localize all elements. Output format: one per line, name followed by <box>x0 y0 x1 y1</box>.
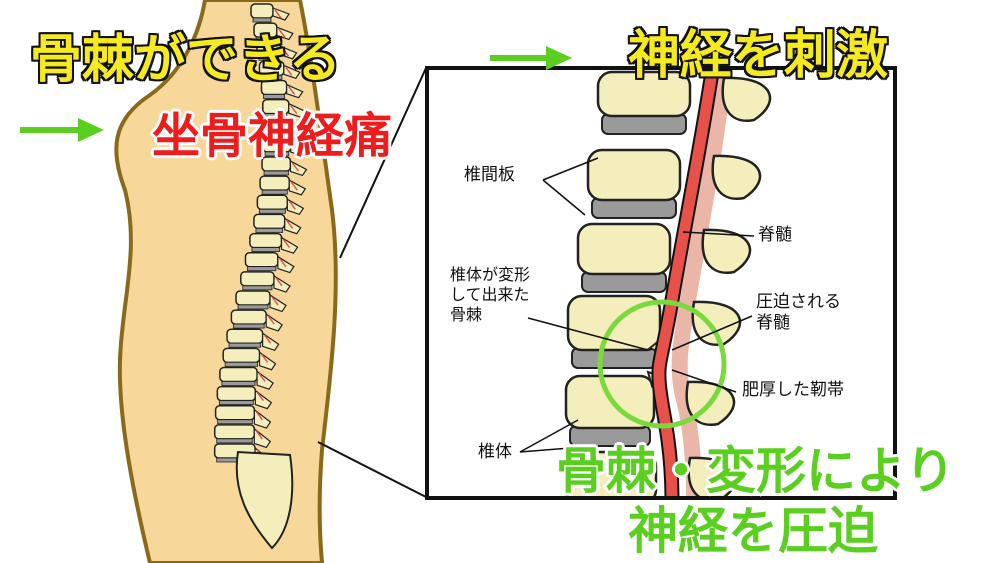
small-disc <box>258 208 286 214</box>
heading-compression-line2: 神経を圧迫 <box>628 502 878 560</box>
small-vertebra <box>213 424 256 440</box>
small-disc <box>258 55 279 61</box>
small-cord-segment <box>288 86 296 95</box>
small-vertebra <box>214 404 256 421</box>
small-disc <box>261 189 288 195</box>
small-spinous-process <box>283 64 301 80</box>
label-compressed-cord: 圧迫される 脊髄 <box>756 292 841 334</box>
small-disc <box>264 113 288 119</box>
small-disc <box>264 151 290 157</box>
small-disc <box>261 74 283 80</box>
small-cord-segment <box>256 392 264 402</box>
small-vertebra <box>244 251 279 268</box>
label-intervertebral-disc: 椎間板 <box>464 165 515 185</box>
small-cord-segment <box>274 9 282 19</box>
spine-column-small <box>213 3 308 550</box>
small-cord-segment <box>279 258 287 268</box>
small-cord-segment <box>267 315 275 325</box>
spinous-process <box>701 228 752 274</box>
small-cord-segment <box>271 296 279 306</box>
label-deformed-osteophyte: 椎体が変形 して出来た 骨棘 <box>450 265 531 324</box>
small-cord-segment <box>290 181 298 191</box>
small-cord-segment <box>275 277 283 287</box>
compression-highlight-circle <box>597 299 727 429</box>
small-vertebra <box>250 3 274 19</box>
label-spinal-cord: 脊髄 <box>758 225 792 245</box>
leader-lines <box>519 157 755 453</box>
vertebral-body <box>586 148 682 202</box>
small-vertebra <box>240 271 275 287</box>
zoom-pointer-top <box>339 67 427 259</box>
small-disc <box>228 342 262 348</box>
small-cord-segment <box>286 219 294 229</box>
small-spinous-process <box>279 45 298 60</box>
heading-nerve-stimulation: 神経を刺激 <box>627 26 889 86</box>
heading-sciatica: 坐骨神経痛 <box>152 108 393 164</box>
small-spinous-process <box>272 7 290 21</box>
small-disc <box>221 381 256 386</box>
small-vertebra <box>219 366 258 383</box>
small-vertebra <box>259 175 291 191</box>
spinous-process <box>691 300 742 346</box>
small-vertebra <box>235 290 271 306</box>
zoom-pointer-bottom <box>317 441 427 498</box>
small-disc <box>242 285 273 291</box>
small-cord-segment <box>281 47 290 57</box>
small-cord-segment <box>264 334 272 344</box>
small-vertebra <box>226 328 264 344</box>
small-disc <box>224 361 258 367</box>
arrow-top <box>490 46 572 70</box>
small-cord-segment <box>255 430 263 440</box>
small-disc <box>247 266 277 272</box>
small-cord-segment <box>291 124 299 134</box>
spinous-process <box>687 456 738 496</box>
small-vertebra <box>216 385 257 402</box>
small-cord-segment <box>278 28 286 38</box>
small-vertebra <box>230 309 267 325</box>
small-cord-segment <box>291 162 300 172</box>
small-disc <box>218 400 254 406</box>
sacrum <box>235 450 294 550</box>
small-cord-segment <box>258 373 266 382</box>
spinal-cord-fill <box>653 71 718 496</box>
small-vertebra <box>256 194 289 211</box>
vertebral-body <box>576 222 672 276</box>
small-disc <box>252 17 272 23</box>
small-disc <box>217 419 253 425</box>
small-vertebra <box>222 347 261 364</box>
small-vertebra <box>249 232 283 249</box>
vertebral-body <box>596 70 692 118</box>
small-disc <box>263 170 289 176</box>
small-disc <box>232 323 265 329</box>
vertebral-body <box>564 450 658 496</box>
small-cord-segment <box>260 353 269 363</box>
small-cord-segment <box>282 239 291 249</box>
heading-osteophyte-forms: 骨棘ができる <box>29 30 342 90</box>
spinous-process <box>721 76 772 122</box>
small-disc <box>216 438 253 444</box>
small-cord-segment <box>288 200 296 210</box>
label-thickened-ligament: 肥厚した靭帯 <box>742 380 844 400</box>
arrow-left <box>20 118 104 142</box>
small-cord-segment <box>290 105 298 115</box>
heading-compression-line1: 骨棘・変形により <box>556 442 955 500</box>
label-vertebral-body: 椎体 <box>478 442 512 462</box>
small-disc <box>264 132 289 138</box>
small-disc <box>251 247 280 252</box>
small-disc <box>237 304 269 310</box>
small-vertebra <box>253 213 286 230</box>
small-disc <box>255 228 284 233</box>
small-spinous-process <box>286 83 304 99</box>
small-spinous-process <box>288 102 306 118</box>
small-cord-segment <box>255 411 264 421</box>
small-disc <box>255 36 276 42</box>
small-spinous-process <box>276 26 294 41</box>
small-cord-segment <box>285 66 293 76</box>
small-disc <box>263 94 286 99</box>
small-cord-segment <box>292 143 300 153</box>
spinous-process <box>711 154 762 200</box>
ligament <box>671 71 732 496</box>
